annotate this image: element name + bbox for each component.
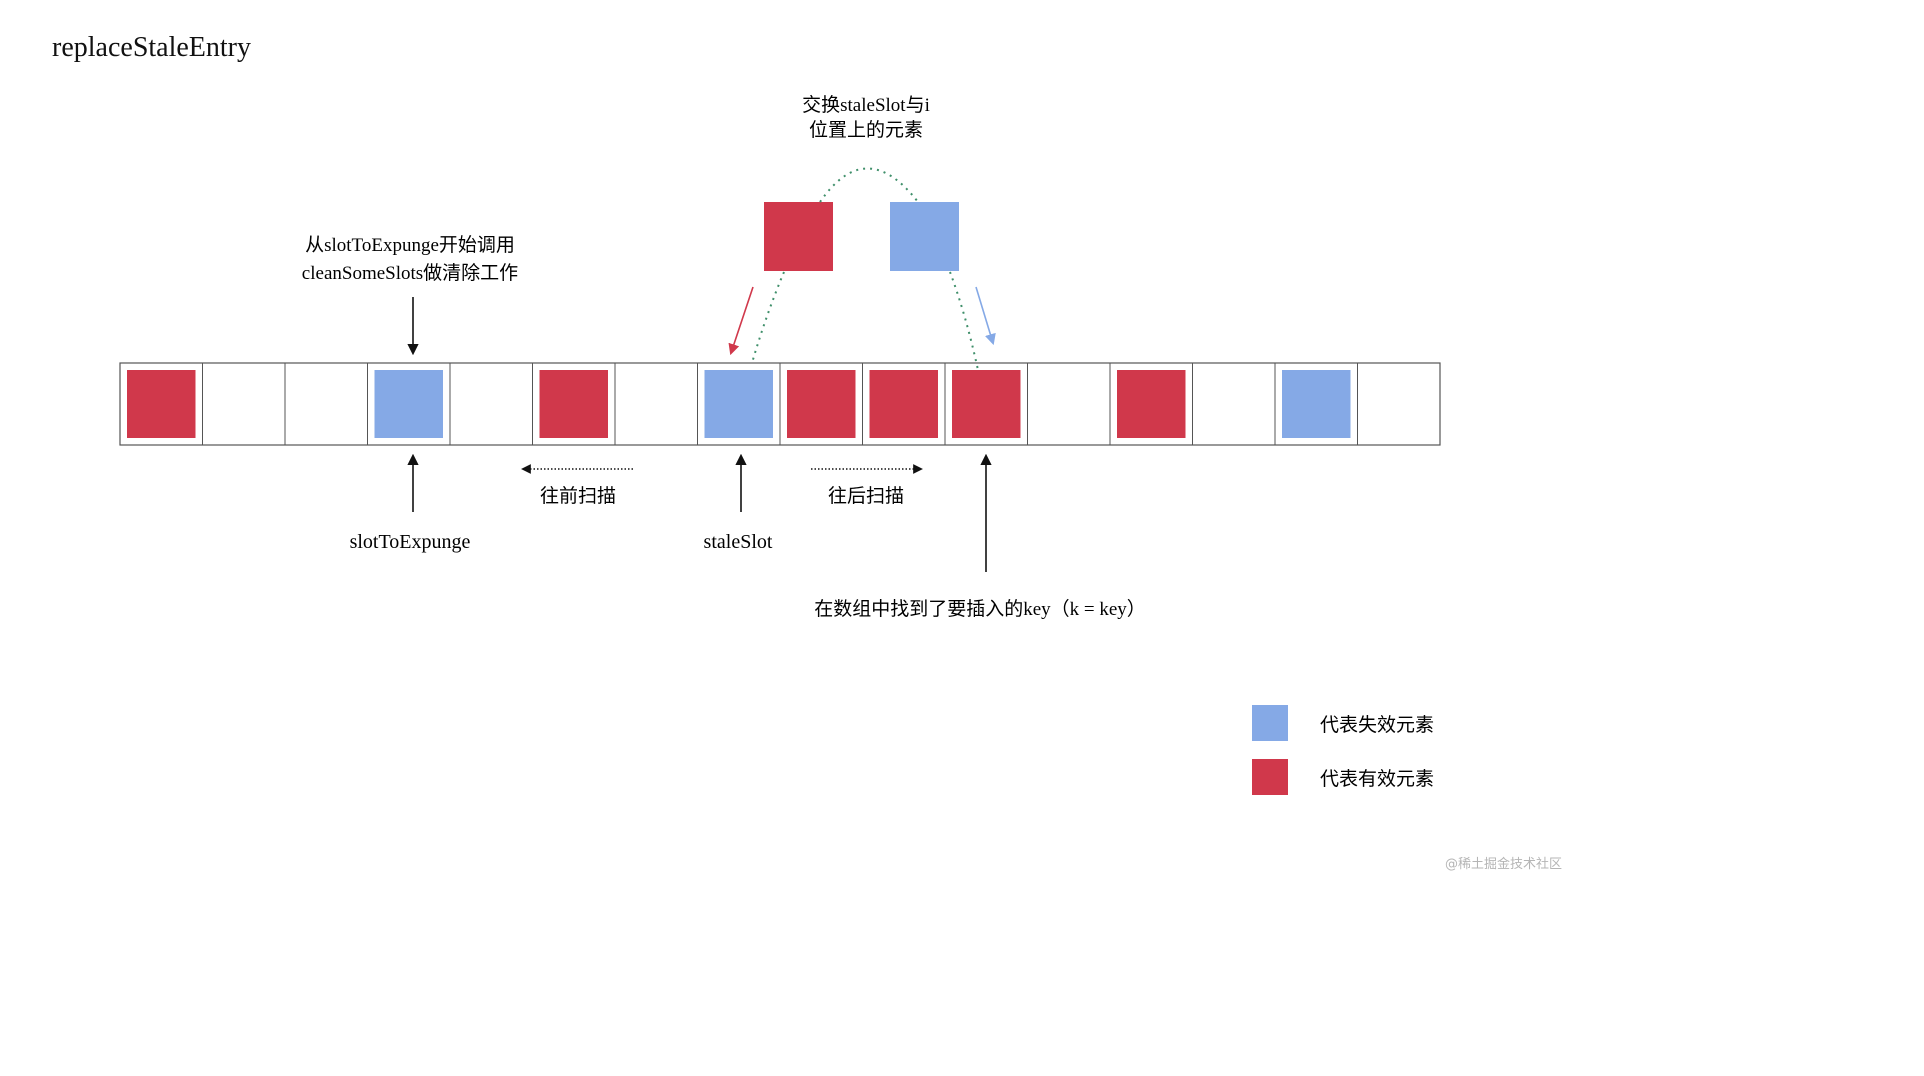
slot-array (119, 362, 1441, 446)
clean-label-line1: 从slotToExpunge开始调用 (305, 234, 515, 256)
clean-label-line2: cleanSomeSlots做清除工作 (302, 262, 518, 284)
slot-valid-element (869, 370, 938, 438)
swap-right-curve (949, 271, 979, 371)
legend-label-stale: 代表失效元素 (1320, 714, 1434, 736)
swap-left-curve (751, 271, 785, 364)
watermark: @稀土掘金技术社区 (1445, 856, 1562, 872)
swap-label-line1: 交换staleSlot与i (802, 94, 930, 116)
diagram-canvas: replaceStaleEntry 交换staleSlot与i 位置上的元素 从… (52, 32, 1562, 872)
legend-swatch-valid (1252, 759, 1288, 795)
swap-label-line2: 位置上的元素 (809, 119, 923, 141)
valid-move-arrow (728, 286, 754, 356)
legend-swatch-stale (1252, 705, 1288, 741)
swap-valid-element (764, 202, 833, 271)
swap-stale-element (890, 202, 959, 271)
legend-label-valid: 代表有效元素 (1320, 768, 1434, 790)
slot-stale-element (704, 370, 773, 438)
slot-valid-element (1117, 370, 1186, 438)
legend: 代表失效元素 代表有效元素 (1252, 705, 1434, 795)
slot-valid-element (952, 370, 1021, 438)
slot-to-expunge-label: slotToExpunge (350, 531, 471, 553)
slot-stale-element (1282, 370, 1351, 438)
slot-valid-element (787, 370, 856, 438)
swap-top-curve (819, 167, 919, 203)
scan-backward-label: 往前扫描 (540, 485, 616, 507)
stale-move-arrow (975, 286, 996, 346)
stale-slot-label: staleSlot (704, 531, 773, 553)
slot-valid-element (127, 370, 196, 438)
slot-valid-element (539, 370, 608, 438)
diagram-title: replaceStaleEntry (52, 32, 251, 63)
slot-stale-element (374, 370, 443, 438)
found-key-label: 在数组中找到了要插入的key（k = key） (814, 598, 1146, 620)
scan-forward-label: 往后扫描 (828, 485, 904, 507)
